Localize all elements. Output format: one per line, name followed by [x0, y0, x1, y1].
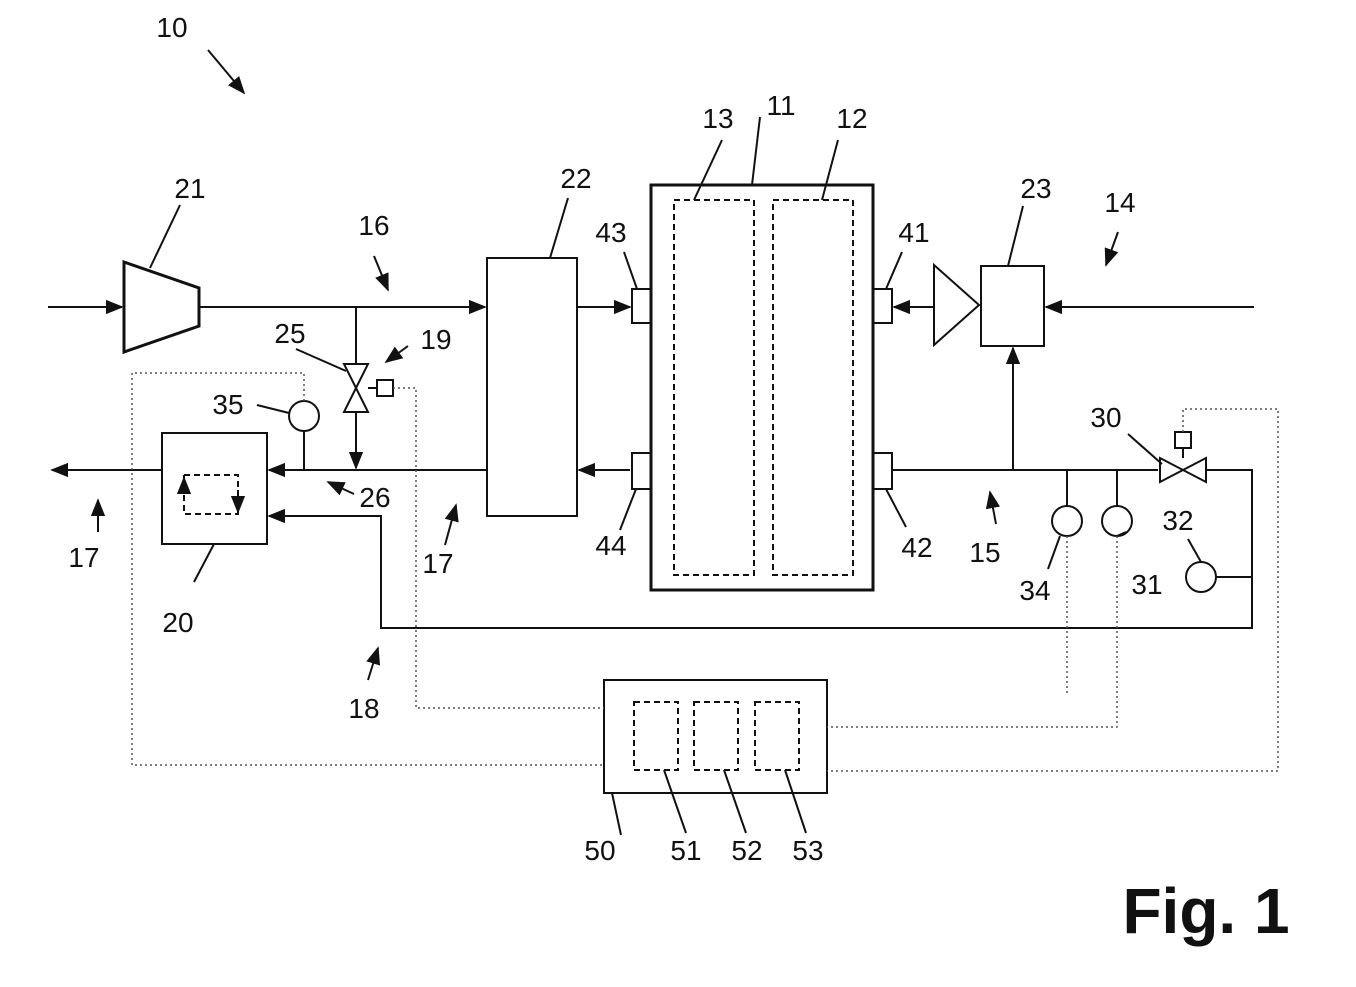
fuel-cell-stack: [651, 185, 873, 590]
line-indicator-arrows: [98, 232, 1118, 680]
control-module-51: [634, 702, 678, 770]
port-43: [632, 289, 651, 323]
label-20: 20: [162, 607, 193, 638]
port-42: [873, 453, 892, 489]
label-13: 13: [702, 103, 733, 134]
control-module-52: [694, 702, 738, 770]
label-11: 11: [766, 90, 795, 121]
label-12: 12: [836, 103, 867, 134]
label-52: 52: [731, 835, 762, 866]
label-19: 19: [420, 324, 451, 355]
label-41: 41: [898, 217, 929, 248]
label-43: 43: [595, 217, 626, 248]
bypass-valve-actuator: [377, 380, 393, 396]
purge-valve-actuator: [1175, 432, 1191, 448]
ejector-triangle: [934, 265, 979, 345]
label-14: 14: [1104, 187, 1135, 218]
figure-caption: Fig. 1: [1122, 875, 1289, 947]
label-21: 21: [174, 173, 205, 204]
label-16: 16: [358, 210, 389, 241]
label-51: 51: [670, 835, 701, 866]
compressor: [124, 262, 199, 352]
bypass-valve: [344, 364, 368, 412]
signal-line-valve-30: [827, 409, 1278, 771]
label-31: 31: [1131, 569, 1162, 600]
anode-supply-block: [981, 266, 1044, 346]
label-30: 30: [1090, 402, 1121, 433]
label-17-center: 17: [422, 548, 453, 579]
leader-lines: [150, 50, 1201, 835]
label-25: 25: [274, 318, 305, 349]
anode-section: [674, 200, 754, 575]
label-32: 32: [1162, 505, 1193, 536]
sensor-34: [1052, 506, 1082, 536]
purge-line-18: [269, 470, 1252, 628]
label-10: 10: [156, 12, 187, 43]
cathode-section: [773, 200, 853, 575]
label-22: 22: [560, 163, 591, 194]
control-unit: [604, 680, 827, 793]
label-18: 18: [348, 693, 379, 724]
purge-valve: [1160, 458, 1206, 482]
port-41: [873, 289, 892, 323]
label-53: 53: [792, 835, 823, 866]
water-separator-block: [162, 433, 267, 544]
label-42: 42: [901, 532, 932, 563]
control-module-53: [755, 702, 799, 770]
sensor-35: [289, 401, 319, 431]
label-35: 35: [212, 389, 243, 420]
label-17-left: 17: [68, 542, 99, 573]
sensor-32: [1186, 562, 1216, 592]
label-15: 15: [969, 537, 1000, 568]
label-26: 26: [359, 482, 390, 513]
humidifier-block: [487, 258, 577, 516]
sensor-31: [1102, 506, 1132, 536]
label-23: 23: [1020, 173, 1051, 204]
port-44: [632, 453, 651, 489]
label-50: 50: [584, 835, 615, 866]
label-44: 44: [595, 530, 626, 561]
label-34: 34: [1019, 575, 1050, 606]
